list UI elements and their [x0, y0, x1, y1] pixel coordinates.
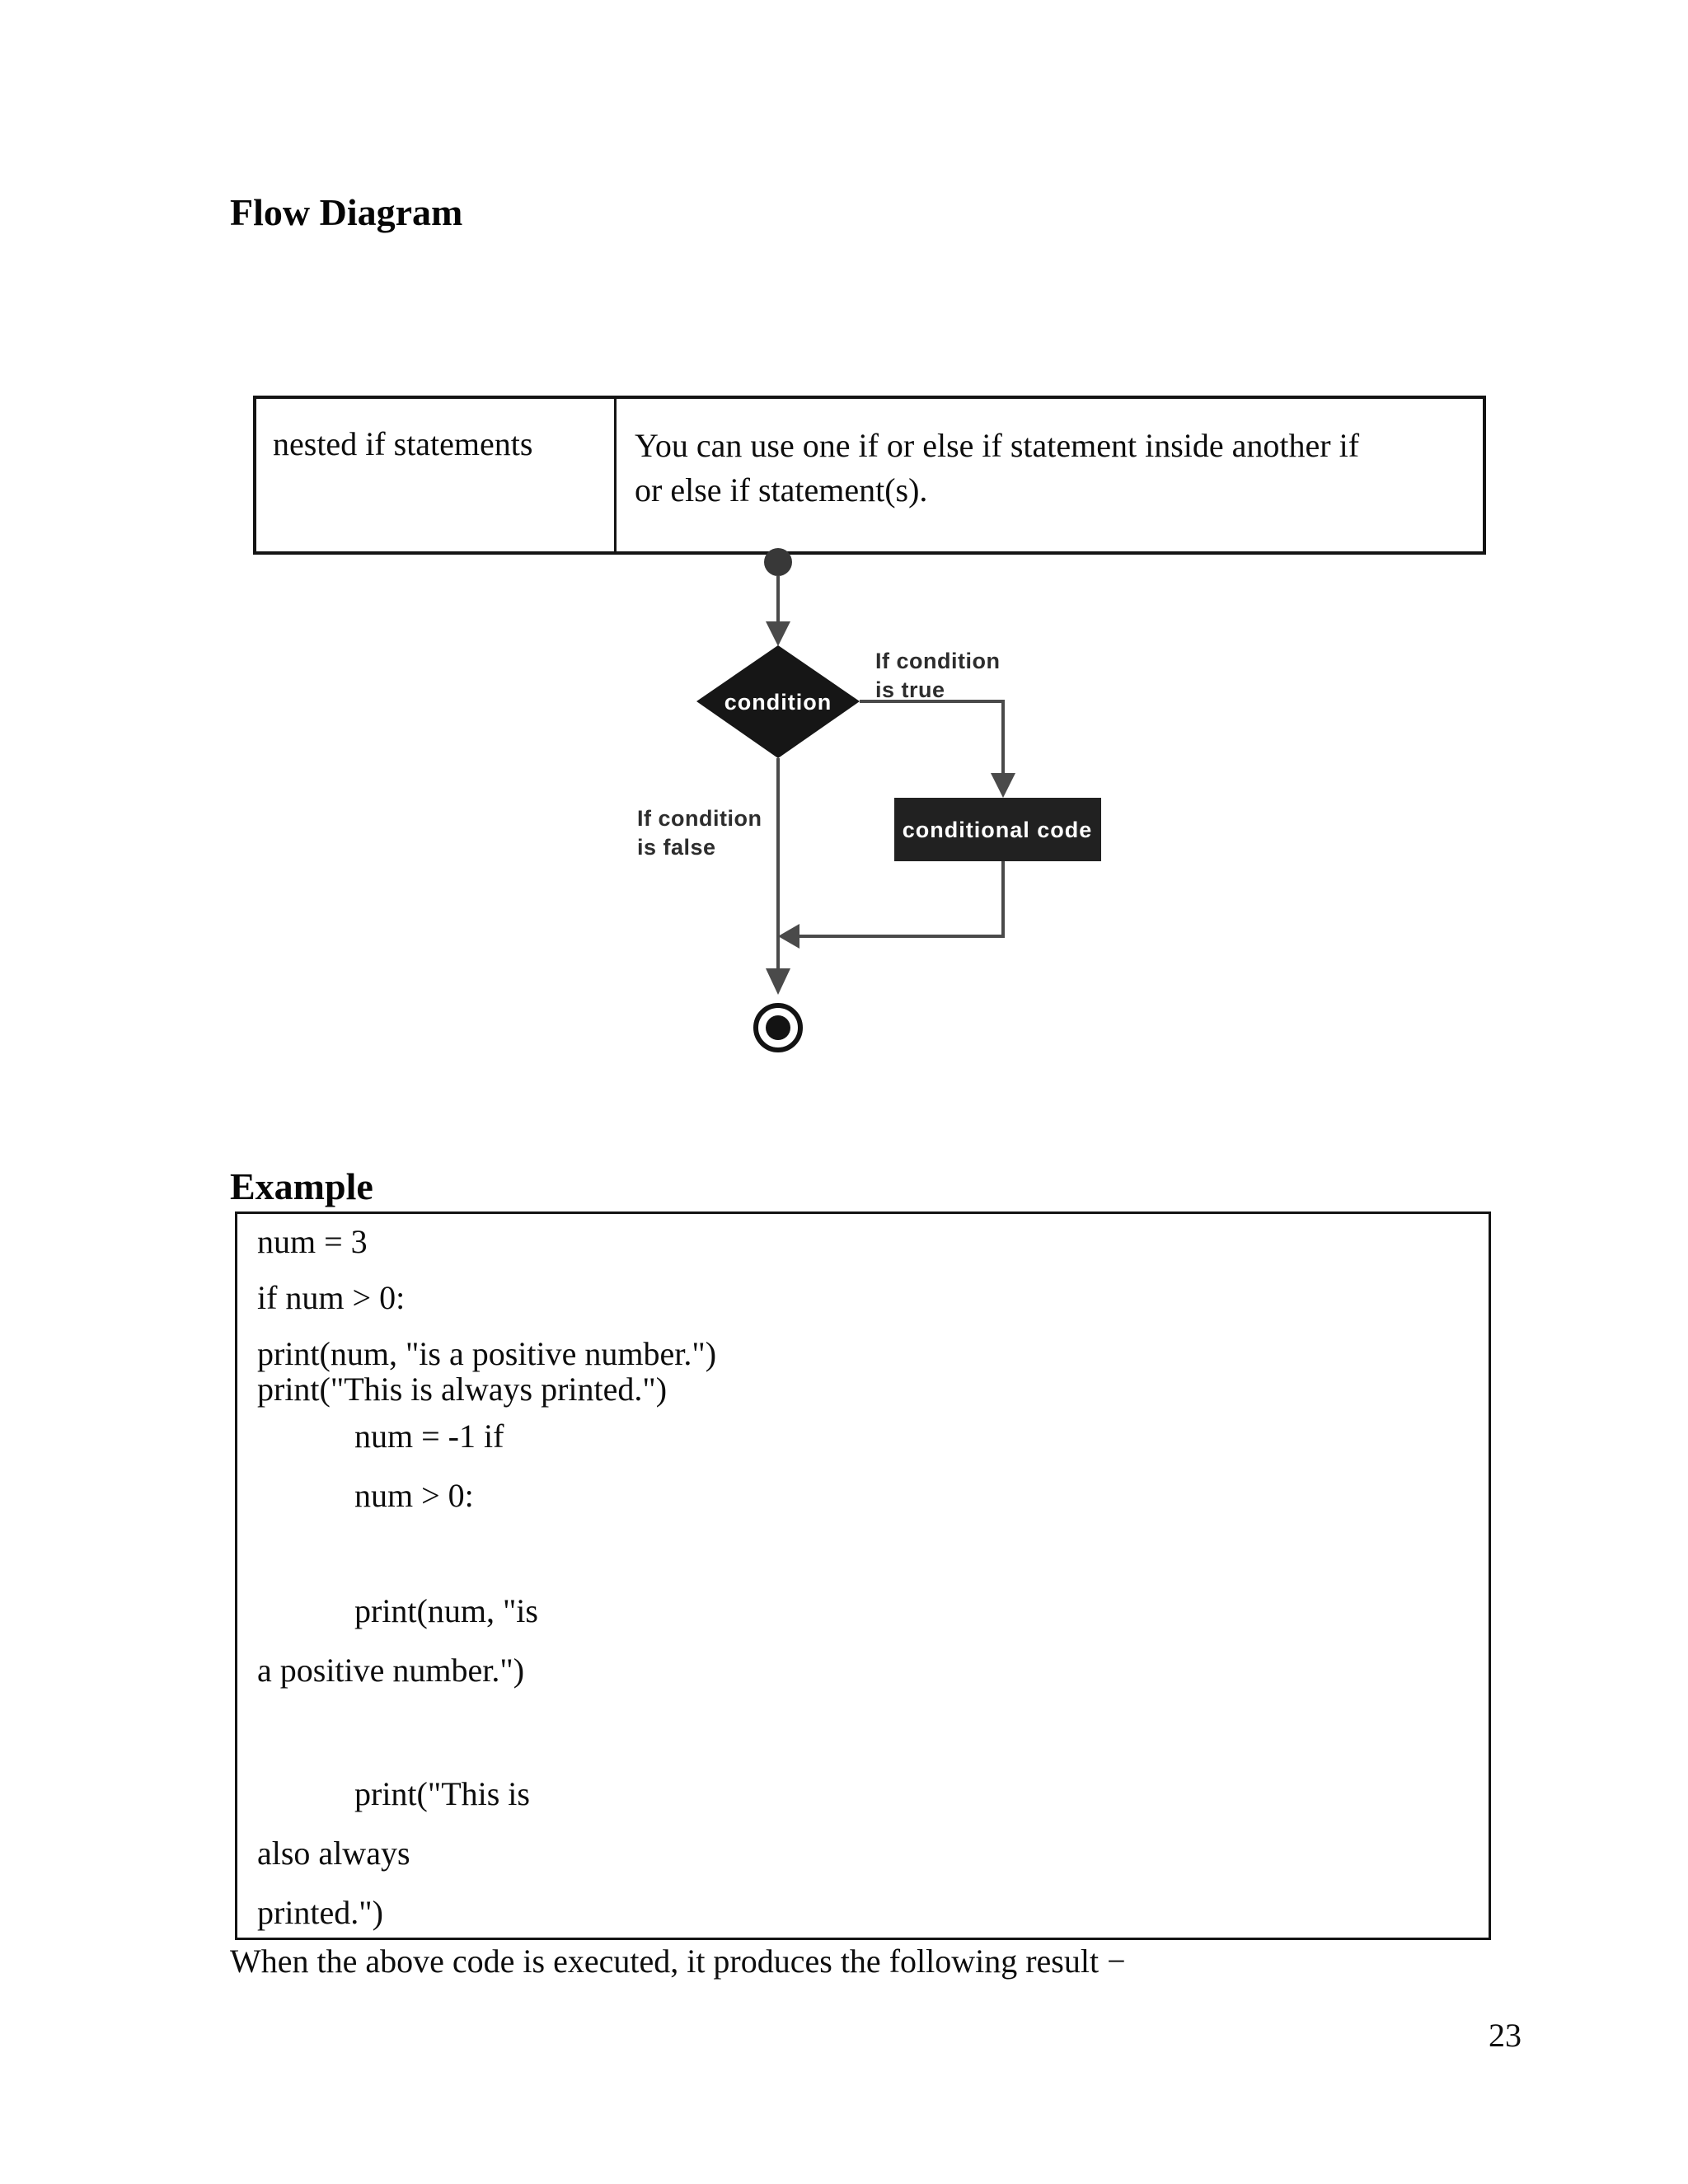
merge-arrowhead-icon — [778, 924, 799, 949]
true-branch-label: is true — [875, 677, 945, 702]
end-arrowhead-icon — [766, 968, 790, 995]
code-line: print(num, "is — [354, 1592, 538, 1629]
merge-line — [798, 861, 1005, 938]
conditional-code-box — [894, 798, 1101, 861]
code-line: print(num, "is a positive number.") — [257, 1335, 717, 1372]
end-node-inner-icon — [766, 1015, 790, 1040]
table-cell-term: nested if statements — [256, 399, 617, 551]
true-branch-arrowhead-icon — [991, 773, 1015, 798]
code-line: print("This is always printed.") — [257, 1371, 668, 1408]
start-node-icon — [764, 548, 792, 576]
definition-table: nested if statements You can use one if … — [253, 396, 1486, 555]
code-line: num = -1 if — [354, 1418, 504, 1455]
code-line: print("This is — [354, 1775, 530, 1812]
false-branch-label: If condition — [637, 806, 762, 831]
table-cell-definition: You can use one if or else if statement … — [617, 399, 1483, 551]
code-line: num > 0: — [354, 1477, 474, 1514]
table-term-text: nested if statements — [273, 425, 533, 462]
code-line: printed.") — [257, 1894, 383, 1931]
start-arrowhead-icon — [766, 621, 790, 646]
condition-diamond-label: condition — [724, 690, 832, 715]
code-line: num = 3 — [257, 1223, 368, 1260]
true-branch-label: If condition — [875, 649, 1000, 673]
true-branch-line — [860, 700, 1005, 783]
table-definition-line: or else if statement(s). — [635, 471, 928, 509]
conditional-code-box-label: conditional code — [903, 818, 1093, 842]
code-example-box: num = 3 if num > 0: print(num, "is a pos… — [235, 1212, 1491, 1940]
table-definition-line: You can use one if or else if statement … — [635, 427, 1360, 464]
flow-diagram-heading: Flow Diagram — [230, 191, 463, 233]
code-line: also always — [257, 1835, 410, 1872]
example-heading: Example — [230, 1165, 373, 1207]
code-line: if num > 0: — [257, 1279, 406, 1316]
page-number: 23 — [1489, 2017, 1522, 2054]
false-branch-label: is false — [637, 835, 716, 860]
if-statement-flowchart: condition If condition is true condition… — [637, 548, 1101, 1052]
result-intro-text: When the above code is executed, it prod… — [230, 1943, 1126, 1980]
condition-diamond — [696, 645, 860, 758]
code-line: a positive number.") — [257, 1652, 525, 1689]
